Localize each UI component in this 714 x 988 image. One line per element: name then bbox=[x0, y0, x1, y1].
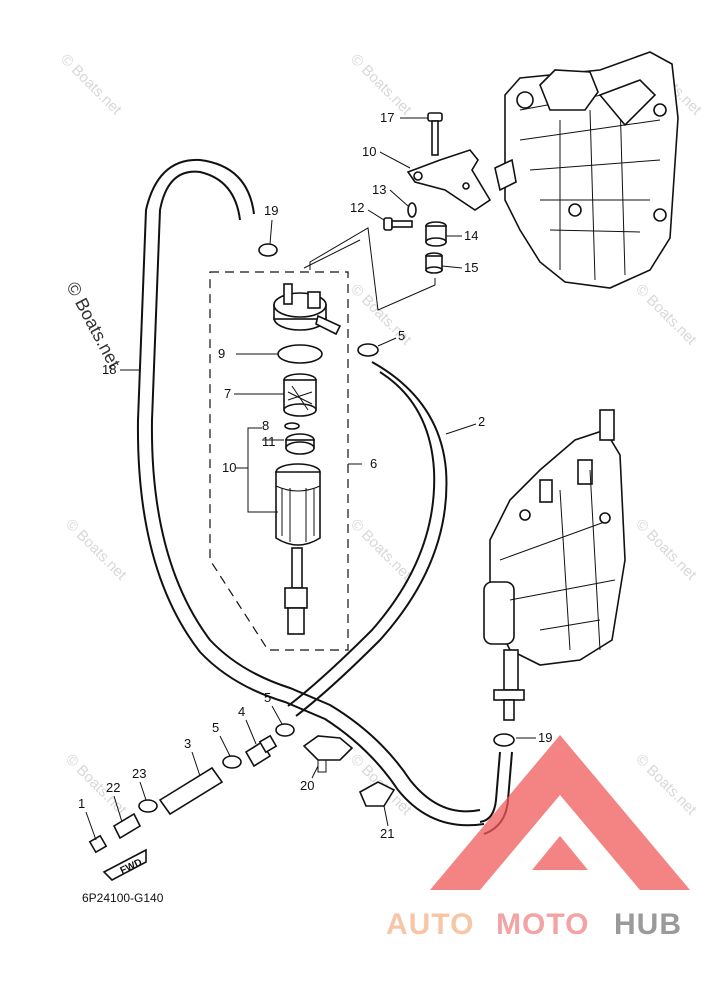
washer-15 bbox=[407, 202, 417, 218]
callout-6: 6 bbox=[370, 456, 377, 471]
callout-22: 22 bbox=[106, 780, 120, 795]
fwd-label: FWD bbox=[119, 857, 144, 877]
logo-triangle-inner bbox=[500, 798, 620, 870]
callout-2: 2 bbox=[478, 414, 485, 429]
holder-20 bbox=[302, 735, 354, 773]
callout-20: 20 bbox=[300, 778, 314, 793]
logo-hub: HUB bbox=[614, 908, 682, 941]
watermark-tile: © Boats.net bbox=[632, 516, 700, 584]
callout-23: 23 bbox=[132, 766, 146, 781]
callout-5-top: 5 bbox=[398, 328, 405, 343]
logo-auto: AUTO bbox=[386, 908, 474, 941]
callout-5-low: 5 bbox=[212, 720, 219, 735]
watermark-tile: © Boats.net bbox=[347, 51, 415, 119]
callout-11: 9 bbox=[218, 346, 225, 361]
callout-19-bottom: 19 bbox=[538, 730, 552, 745]
logo-triangle bbox=[430, 735, 690, 890]
callout-3: 3 bbox=[184, 736, 191, 751]
callout-14: 12 bbox=[350, 200, 364, 215]
hose-clips bbox=[138, 243, 515, 813]
callout-19-top: 19 bbox=[264, 203, 278, 218]
bolt-13 bbox=[427, 112, 443, 156]
callout-numbers: 17 10 13 12 14 15 19 5 9 18 7 8 11 10 6 … bbox=[78, 110, 552, 841]
joint-4 bbox=[244, 734, 278, 768]
hose-2 bbox=[287, 361, 448, 717]
callout-17: 15 bbox=[464, 260, 478, 275]
leader-lines bbox=[303, 227, 436, 311]
callout-9: 11 bbox=[262, 434, 276, 449]
collar-17 bbox=[425, 252, 443, 274]
callout-10: 8 bbox=[262, 418, 269, 433]
filter-element-7 bbox=[283, 373, 317, 417]
filter-head bbox=[273, 283, 342, 336]
plug-1 bbox=[88, 834, 108, 854]
pipe-3 bbox=[158, 766, 224, 816]
diagram-code: 6P24100-G140 bbox=[82, 891, 164, 905]
bracket-8 bbox=[236, 427, 284, 513]
callout-15: 13 bbox=[372, 182, 386, 197]
grommet-16 bbox=[425, 221, 447, 247]
callout-5-mid: 5 bbox=[264, 690, 271, 705]
callout-13: 17 bbox=[380, 110, 394, 125]
callout-16: 14 bbox=[464, 228, 478, 243]
side-watermark: © Boats.net bbox=[62, 278, 124, 371]
bolt-14 bbox=[383, 217, 413, 231]
float-9 bbox=[285, 433, 315, 455]
callout-4: 4 bbox=[238, 704, 245, 719]
automotohub-logo: AUTO MOTO HUB bbox=[386, 735, 690, 941]
callout-1: 1 bbox=[78, 796, 85, 811]
callout-18: 18 bbox=[102, 362, 116, 377]
watermark-tile: © Boats.net bbox=[57, 51, 125, 119]
hose-18 bbox=[136, 158, 485, 827]
watermark-tile: © Boats.net bbox=[62, 516, 130, 584]
logo-triangle-core bbox=[532, 836, 588, 870]
connector-22 bbox=[112, 812, 142, 840]
logo-moto: MOTO bbox=[496, 908, 589, 941]
watermark-tile: © Boats.net bbox=[632, 281, 700, 349]
clip-10 bbox=[284, 422, 300, 430]
watermark-tile: © Boats.net bbox=[347, 516, 415, 584]
bracket-12 bbox=[406, 149, 492, 211]
callout-12: 10 bbox=[362, 144, 376, 159]
callout-21: 21 bbox=[380, 826, 394, 841]
holder-21 bbox=[358, 781, 396, 807]
fwd-arrow: FWD bbox=[102, 848, 147, 881]
engine-block-bottom bbox=[483, 409, 626, 721]
engine-block-top bbox=[494, 51, 679, 289]
watermark-tile: © Boats.net bbox=[632, 751, 700, 819]
filter-cup-8 bbox=[275, 463, 321, 635]
callout-8: 10 bbox=[222, 460, 236, 475]
callout-7: 7 bbox=[224, 386, 231, 401]
o-ring-11 bbox=[277, 344, 323, 364]
filter-assembly-frame bbox=[209, 271, 349, 651]
